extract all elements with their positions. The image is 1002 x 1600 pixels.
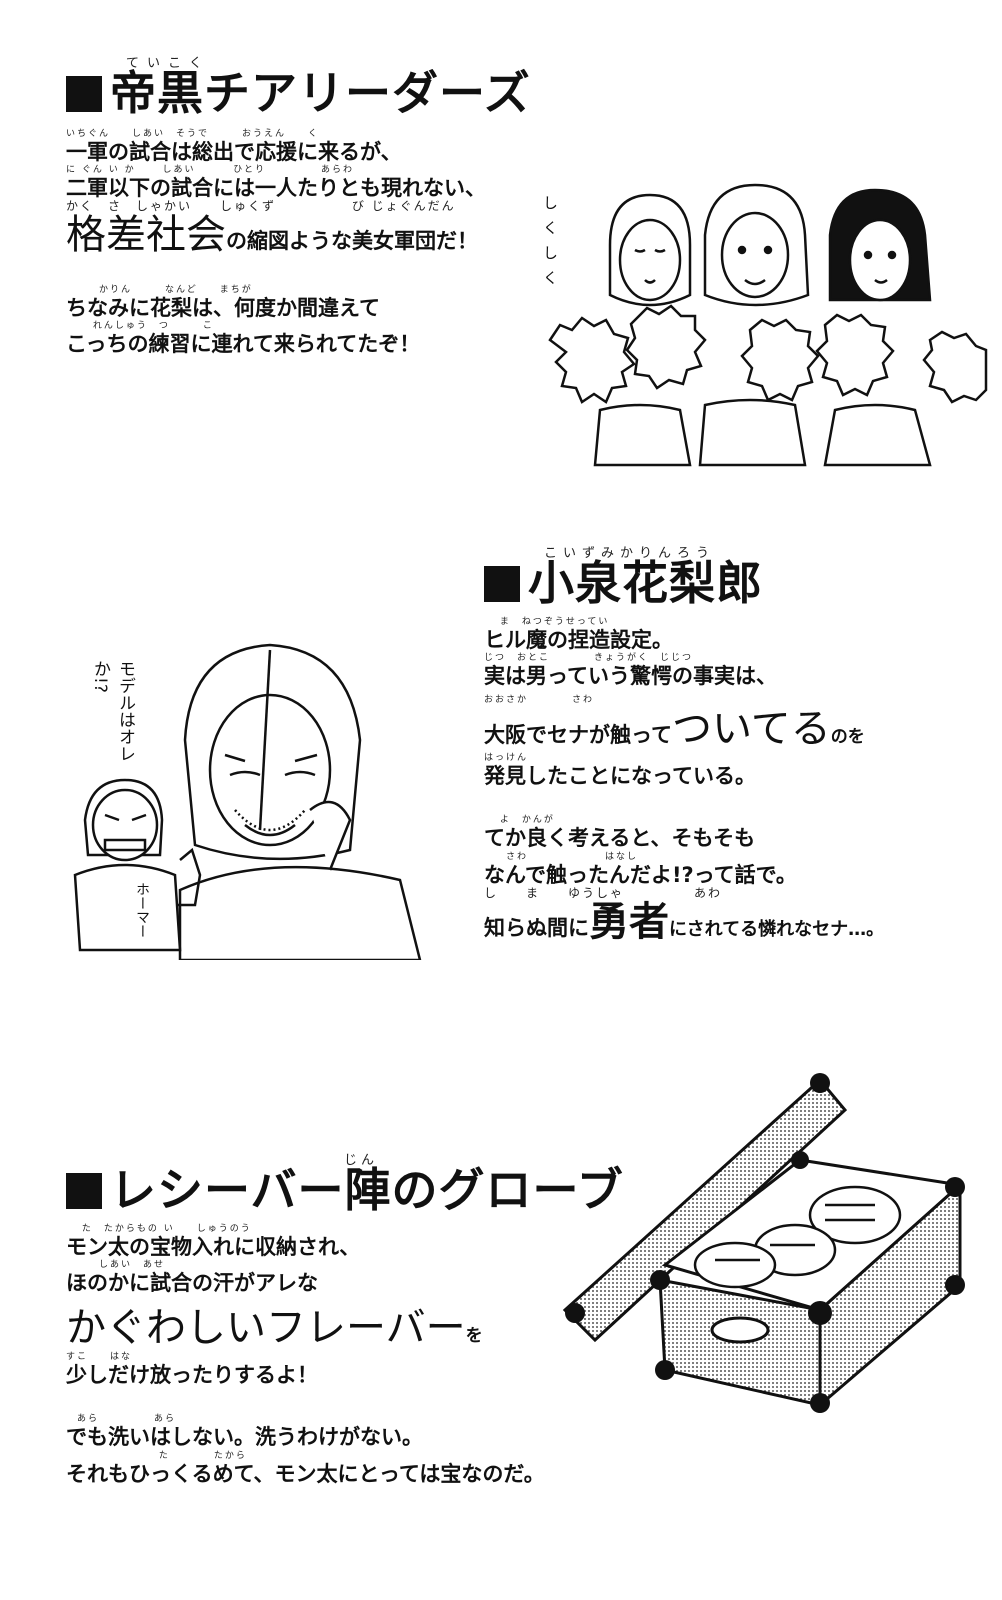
- square-bullet-icon: [66, 1173, 102, 1209]
- emphasis-text: 格差社会: [66, 212, 226, 259]
- body-line: モン太の宝物入れに収納され、: [66, 1235, 361, 1259]
- body-line: ちなみに花梨は、何度か間違えて: [66, 296, 380, 321]
- body-text: を: [465, 1326, 483, 1347]
- emphasis-text: かぐわしいフレーバー: [66, 1305, 466, 1352]
- ruby: し ま ゆうしゃ あわ: [484, 885, 723, 900]
- shirt-text: ホーマー: [134, 882, 150, 938]
- body-text: のを: [830, 727, 865, 748]
- ruby: れんしゅう つ こ: [66, 321, 214, 332]
- body-line: こっちの練習に連れて来られてたぞ！: [66, 332, 421, 357]
- body-line: なんで触ったんだよ!?って話で。: [484, 862, 797, 887]
- section-koizumi-karinro: こいずみかりんろう 小泉花梨郎 ま ねつぞうせってい ヒル魔の捏造設定。 じつ …: [484, 546, 964, 945]
- body-line: 実は男っていう驚愕の事実は、: [484, 664, 777, 689]
- ruby: た たからもの い しゅうのう: [66, 1224, 252, 1234]
- section-heading: 小泉花梨郎: [484, 560, 964, 606]
- body-line: ヒル魔の捏造設定。: [484, 628, 673, 652]
- section-heading: レシーバー陣のグローブ: [66, 1167, 626, 1213]
- ruby: おおさか さわ: [484, 695, 595, 706]
- body-line: 二軍以下の試合には一人たりとも現れない、: [66, 176, 486, 201]
- body-line: 発見したことになっている。: [484, 764, 756, 789]
- body-line: 知らぬ間に勇者にされてる憐れなセナ…。: [484, 899, 964, 945]
- title-ruby: こいずみかりんろう: [544, 546, 716, 561]
- body-line: 大阪でセナが触ってついてるのを: [484, 706, 964, 752]
- title-ruby: ていこく: [126, 56, 211, 71]
- emphasis-text: 勇者: [589, 898, 669, 945]
- body-line: 一軍の試合は総出で応援に来るが、: [66, 140, 402, 164]
- glove-box-illustration: [555, 1065, 970, 1415]
- sobbing-sfx: しくしく: [541, 195, 559, 295]
- body-text: 大阪でセナが触って: [484, 723, 672, 748]
- heading-text: 帝黒チアリーダーズ: [110, 66, 531, 120]
- body-line: 格差社会の縮図ような美女軍団だ！: [66, 212, 536, 258]
- heading-text: 小泉花梨郎: [528, 556, 763, 610]
- ruby: かく さ しゃかい しゅくず び じょぐんだん: [66, 199, 456, 214]
- body-text: の縮図ような美女軍団だ！: [226, 229, 478, 254]
- title-ruby: じん: [344, 1153, 379, 1168]
- ruby: すこ はな: [66, 1352, 133, 1363]
- speech-text: モデルはオレか!?: [90, 660, 135, 762]
- body-text: 知らぬ間に: [484, 915, 589, 940]
- ruby: た たから: [66, 1450, 247, 1461]
- ruby: しあい あせ: [66, 1260, 166, 1271]
- section-teikoku-cheerleaders: ていこく 帝黒チアリーダーズ いちぐん しあい そうで おうえん く 一軍の試合…: [66, 56, 536, 357]
- body-line: でも洗いはしない。洗うわけがない。: [66, 1425, 423, 1450]
- section-heading: 帝黒チアリーダーズ: [66, 70, 536, 116]
- emphasis-text: ついてる: [671, 706, 831, 753]
- ruby: いちぐん しあい そうで おうえん く: [66, 129, 320, 139]
- ruby: かりん なんど まちが: [66, 285, 253, 296]
- ruby: あら あら: [66, 1414, 177, 1425]
- ruby: さわ はなし: [484, 851, 639, 862]
- ruby: に ぐん い か しあい ひとり あらわ: [66, 165, 355, 176]
- section-receiver-gloves: じん レシーバー陣のグローブ た たからもの い しゅうのう モン太の宝物入れに…: [66, 1153, 626, 1486]
- body-line: かぐわしいフレーバーを: [66, 1305, 626, 1351]
- ruby: はっけん: [484, 753, 529, 764]
- heading-text: レシーバー陣のグローブ: [110, 1163, 624, 1217]
- koizumi-illustration: モデルはオレか!? ホーマー: [70, 630, 430, 960]
- body-line: てか良く考えると、そもそも: [484, 826, 756, 851]
- cheerleaders-illustration: しくしく: [540, 175, 990, 470]
- ruby: ま ねつぞうせってい: [484, 617, 610, 627]
- square-bullet-icon: [484, 566, 520, 602]
- body-line: それもひっくるめて、モン太にとっては宝なのだ。: [66, 1461, 545, 1486]
- square-bullet-icon: [66, 76, 102, 112]
- ruby: よ かんが: [484, 815, 555, 826]
- body-line: 少しだけ放ったりするよ！: [66, 1363, 318, 1388]
- ruby: じつ おとこ きょうがく じじつ: [484, 653, 694, 664]
- body-text: にされてる憐れなセナ…。: [669, 918, 885, 940]
- body-line: ほのかに試合の汗がアレな: [66, 1271, 318, 1296]
